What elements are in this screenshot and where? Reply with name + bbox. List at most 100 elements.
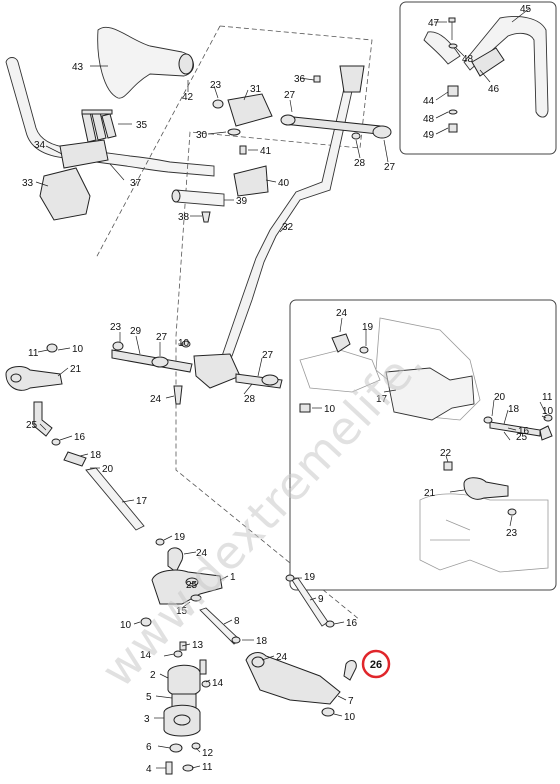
callout-21-inset: 21 <box>424 488 436 499</box>
bracket-part <box>227 93 273 127</box>
callout-46: 46 <box>488 84 500 95</box>
callout-20-inset: 20 <box>494 392 506 403</box>
handlebar-group: 43 42 35 34 33 37 <box>5 26 215 221</box>
callout-49: 49 <box>423 130 435 141</box>
callout-6: 6 <box>146 742 152 753</box>
callout-42: 42 <box>182 92 194 103</box>
callout-1: 1 <box>230 572 236 583</box>
clamp-part <box>59 139 109 169</box>
callout-10-center: 10 <box>178 338 190 349</box>
callout-27-center: 27 <box>156 332 168 343</box>
callout-33: 33 <box>22 178 34 189</box>
callout-14: 14 <box>140 650 152 661</box>
callout-8: 8 <box>234 616 240 627</box>
callout-9: 9 <box>318 594 324 605</box>
callout-34: 34 <box>34 140 46 151</box>
upper-mounts-group: 23 31 30 41 40 39 38 <box>171 80 290 223</box>
callout-36: 36 <box>294 74 306 85</box>
lower-steering-arm-part <box>245 652 341 705</box>
callout-16-inset: 16 <box>518 426 530 437</box>
callout-11-inset: 11 <box>542 392 553 403</box>
bushing-housing-part <box>167 664 201 697</box>
callout-48-lower: 48 <box>423 114 435 125</box>
callout-16: 16 <box>74 432 86 443</box>
callout-17-inset: 17 <box>376 394 388 405</box>
callout-25: 25 <box>26 420 38 431</box>
callout-23: 23 <box>210 80 222 91</box>
callout-22: 22 <box>440 448 452 459</box>
callout-27: 27 <box>284 90 296 101</box>
callout-40: 40 <box>278 178 290 189</box>
handlebar-pad-part <box>97 26 194 99</box>
ball-stud-part <box>343 660 357 681</box>
callout-24-inset: 24 <box>336 308 348 319</box>
steering-box-part <box>385 367 475 421</box>
pitman-arm-part <box>5 366 63 391</box>
callout-12: 12 <box>202 748 214 759</box>
callout-28-lower: 28 <box>244 394 256 405</box>
callout-24-arm: 24 <box>276 652 288 663</box>
callout-27-lower: 27 <box>262 350 274 361</box>
inset-tie-rod-part <box>489 421 541 437</box>
callout-24-lower: 24 <box>196 548 208 559</box>
highlight-label: 26 <box>370 659 382 671</box>
callout-19-lower: 19 <box>174 532 186 543</box>
callout-23-center: 23 <box>110 322 122 333</box>
callout-4: 4 <box>146 764 152 775</box>
callout-20: 20 <box>102 464 114 475</box>
drag-link-part <box>85 467 145 531</box>
steering-arm-part <box>193 353 241 389</box>
callout-19-rod: 19 <box>304 572 316 583</box>
callout-18-lower: 18 <box>256 636 268 647</box>
tie-rod-upper-part <box>283 115 381 135</box>
callout-3: 3 <box>144 714 150 725</box>
callout-41: 41 <box>260 146 272 157</box>
throttle-tube-part <box>175 189 225 207</box>
callout-27-right: 27 <box>384 162 396 173</box>
callout-23-inset: 23 <box>506 528 518 539</box>
callout-10-lower: 10 <box>120 620 132 631</box>
callout-15: 15 <box>176 606 188 617</box>
callout-25-lower: 25 <box>186 580 198 591</box>
callout-7: 7 <box>348 696 354 707</box>
callout-28: 28 <box>354 158 366 169</box>
handguard-clamp-part <box>471 47 505 77</box>
callout-21: 21 <box>70 364 82 375</box>
callout-24: 24 <box>150 394 162 405</box>
callout-18: 18 <box>90 450 102 461</box>
callout-17: 17 <box>136 496 148 507</box>
handguard-inset: 47 45 48 46 44 48 49 <box>399 1 557 155</box>
callout-13: 13 <box>192 640 204 651</box>
callout-25-inset: 25 <box>516 432 528 443</box>
lower-assembly-group: 19 24 1 25 15 10 19 9 16 8 18 24 13 14 1… <box>120 532 358 775</box>
callout-31: 31 <box>250 84 262 95</box>
center-linkage-group: 23 29 27 10 27 24 28 <box>110 322 283 405</box>
mount-part <box>447 85 459 97</box>
callout-39: 39 <box>236 196 248 207</box>
callout-11-lower: 11 <box>202 762 213 773</box>
callout-10-bottom: 10 <box>344 712 356 723</box>
riser-part <box>39 167 91 221</box>
callout-43: 43 <box>72 62 84 73</box>
assembly-outline <box>95 25 373 621</box>
callout-19-inset: 19 <box>362 322 374 333</box>
callout-45: 45 <box>520 4 532 15</box>
callout-11: 11 <box>28 348 39 359</box>
steering-box-inset-border <box>289 299 557 591</box>
column-top-mount-part <box>339 65 365 93</box>
callout-10-inset-right: 10 <box>542 406 554 417</box>
callout-10-inset: 10 <box>324 404 336 415</box>
grip-part <box>423 31 461 65</box>
callout-10: 10 <box>72 344 84 355</box>
steering-box-inset: 24 19 17 10 20 18 11 10 16 25 22 21 23 <box>289 299 557 591</box>
bolt-part <box>448 17 456 23</box>
callout-47: 47 <box>428 18 440 29</box>
callout-30: 30 <box>196 130 208 141</box>
callout-5: 5 <box>146 692 152 703</box>
clamp-bolts-part <box>81 109 117 143</box>
callout-38: 38 <box>178 212 190 223</box>
inset-pitman-arm-part <box>463 477 509 500</box>
highlighted-part-callout[interactable]: 26 <box>361 649 391 679</box>
tie-rod-end-part <box>33 401 53 437</box>
